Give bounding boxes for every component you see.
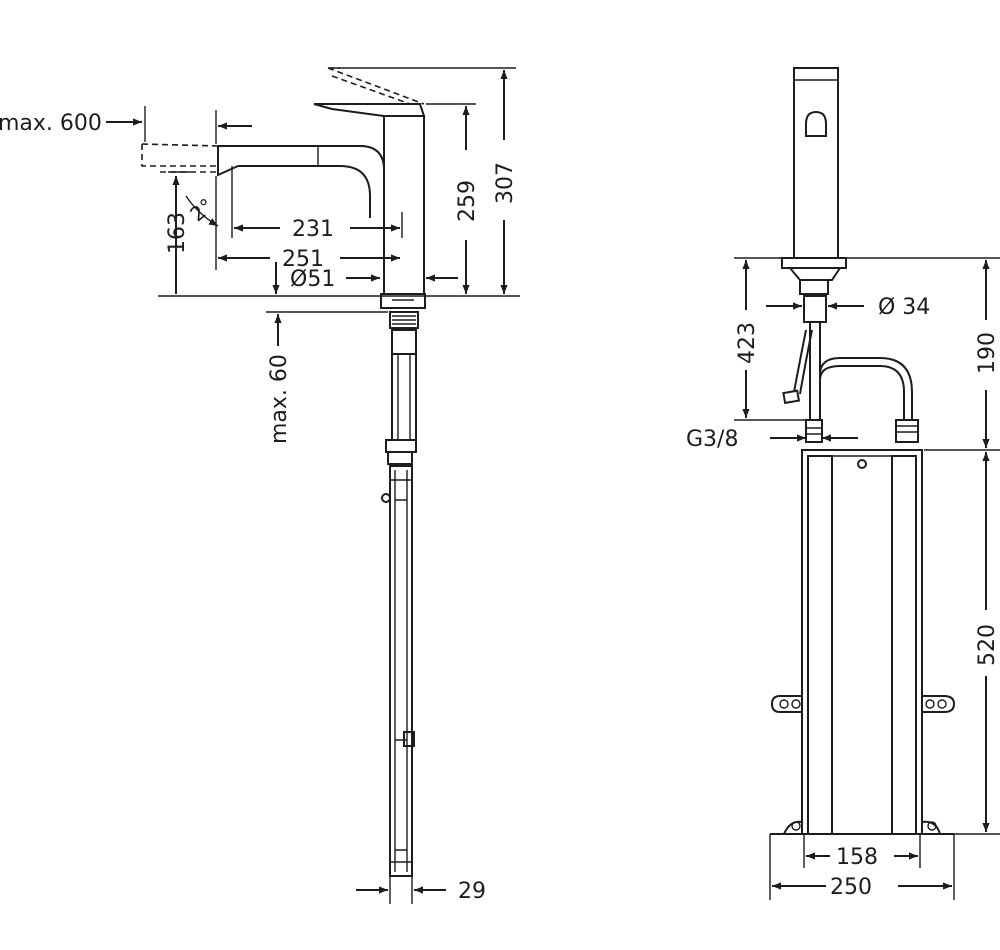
- dim-29: 29: [356, 876, 486, 904]
- label-250: 250: [830, 875, 872, 900]
- label-29: 29: [458, 879, 486, 904]
- faucet-body-front: [781, 67, 847, 295]
- label-angle: 2°: [185, 193, 218, 226]
- dim-251: 251: [215, 176, 400, 272]
- label-163: 163: [165, 212, 190, 254]
- label-251: 251: [282, 247, 324, 272]
- faucet-body-side: [141, 67, 426, 309]
- label-158: 158: [836, 845, 878, 870]
- shank-and-hose-side: [385, 311, 419, 465]
- dim-158: 158: [803, 834, 921, 870]
- dim-520: 520: [954, 452, 1000, 835]
- dim-423: 423: [734, 257, 812, 421]
- front-view: Ø 34 423 G3/8 190 520: [686, 67, 1000, 900]
- label-max-600: max. 600: [0, 111, 102, 136]
- label-520: 520: [975, 624, 1000, 666]
- dim-250: 250: [769, 834, 955, 900]
- dim-190: 190: [846, 257, 1000, 451]
- dim-34: Ø 34: [766, 295, 930, 320]
- label-34: Ø 34: [878, 295, 930, 320]
- label-190: 190: [975, 332, 1000, 374]
- label-423: 423: [735, 322, 760, 364]
- side-view: max. 600 2° 163 231: [0, 67, 520, 904]
- shank-and-hoses-front: [782, 295, 919, 443]
- hose-box-side: [381, 465, 415, 877]
- dim-max-600: max. 600: [0, 106, 252, 144]
- label-g38: G3/8: [686, 427, 738, 452]
- label-307: 307: [493, 162, 518, 204]
- dim-231: 231: [231, 166, 403, 242]
- label-max-60: max. 60: [267, 354, 292, 444]
- label-259: 259: [455, 180, 480, 222]
- label-231: 231: [292, 217, 334, 242]
- dim-51: Ø51: [290, 267, 458, 292]
- dim-259: 259: [426, 103, 480, 294]
- dim-angle: 2°: [185, 193, 219, 227]
- dim-max-60: max. 60: [266, 262, 388, 444]
- hose-box-front: [770, 449, 956, 835]
- label-51: Ø51: [290, 267, 335, 292]
- dim-163: 163: [165, 171, 190, 294]
- dim-g38: G3/8: [686, 427, 858, 452]
- dim-307: 307: [330, 67, 518, 294]
